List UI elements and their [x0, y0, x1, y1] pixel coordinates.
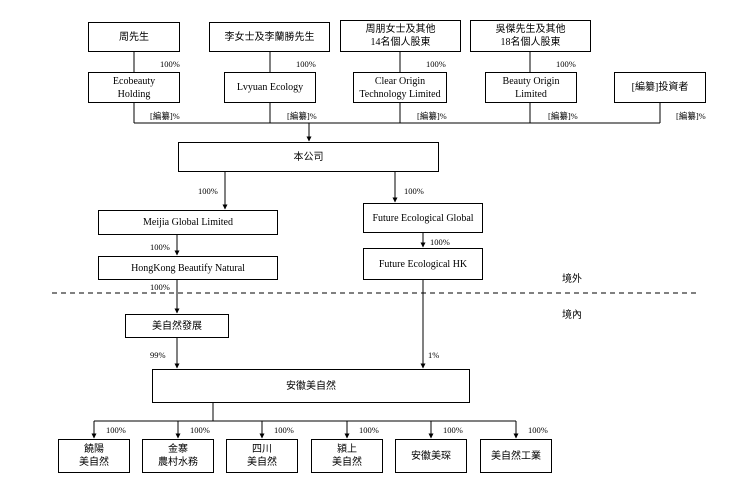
meiziran-dev-box: 美自然發展 — [125, 314, 229, 338]
pct-company-future: 100% — [404, 186, 424, 196]
shareholder-box-li: 李女士及李蘭勝先生 — [209, 22, 330, 52]
company-pct-3: [編纂]% — [548, 111, 578, 121]
pct-hk-dev: 100% — [150, 282, 170, 292]
holding-pct-1: 100% — [296, 59, 316, 69]
region-label-onshore: 境內 — [562, 310, 582, 321]
region-label-offshore: 境外 — [562, 274, 582, 285]
sub-pct-2: 100% — [274, 425, 294, 435]
holding-pct-0: 100% — [160, 59, 180, 69]
meijia-box: Meijia Global Limited — [98, 210, 278, 235]
subsidiary-box-raoyang: 饒陽 美自然 — [58, 439, 130, 473]
holding-pct-2: 100% — [426, 59, 446, 69]
subsidiary-box-sichuan: 四川 美自然 — [226, 439, 298, 473]
holding-box-lvyuan: Lvyuan Ecology — [224, 72, 316, 103]
company-pct-0: [編纂]% — [150, 111, 180, 121]
future-hk-box: Future Ecological HK — [363, 248, 483, 280]
company-pct-4: [編纂]% — [676, 111, 706, 121]
sub-pct-1: 100% — [190, 425, 210, 435]
company-pct-2: [編纂]% — [417, 111, 447, 121]
shareholder-box-zhoupeng: 周朋女士及其他 14名個人股東 — [340, 20, 461, 52]
sub-pct-4: 100% — [443, 425, 463, 435]
holding-box-clearorigin: Clear Origin Technology Limited — [353, 72, 447, 103]
subsidiary-box-meiziran-industrial: 美自然工業 — [480, 439, 552, 473]
pct-meijia-hk: 100% — [150, 242, 170, 252]
sub-pct-5: 100% — [528, 425, 548, 435]
holding-pct-3: 100% — [556, 59, 576, 69]
pct-futurehk-anhui: 1% — [428, 350, 440, 360]
subsidiary-box-yingshang: 潁上 美自然 — [311, 439, 383, 473]
shareholder-box-zhou: 周先生 — [88, 22, 180, 52]
pct-company-meijia: 100% — [198, 186, 218, 196]
holding-box-ecobeauty: Ecobeauty Holding — [88, 72, 180, 103]
pct-dev-anhui: 99% — [150, 350, 166, 360]
subsidiary-box-anhui-meichen: 安徽美琛 — [395, 439, 467, 473]
company-pct-1: [編纂]% — [287, 111, 317, 121]
company-box: 本公司 — [178, 142, 439, 172]
shareholder-box-wujie: 吳傑先生及其他 18名個人股東 — [470, 20, 591, 52]
hk-beautify-box: HongKong Beautify Natural — [98, 256, 278, 280]
sub-pct-3: 100% — [359, 425, 379, 435]
pct-future-hk: 100% — [430, 237, 450, 247]
future-global-box: Future Ecological Global — [363, 203, 483, 233]
holding-box-beautyorigin: Beauty Origin Limited — [485, 72, 577, 103]
anhui-box: 安徽美自然 — [152, 369, 470, 403]
sub-pct-0: 100% — [106, 425, 126, 435]
holding-box-investors: [編纂]投資者 — [614, 72, 706, 103]
subsidiary-box-jinzhai: 金寨 農村水務 — [142, 439, 214, 473]
